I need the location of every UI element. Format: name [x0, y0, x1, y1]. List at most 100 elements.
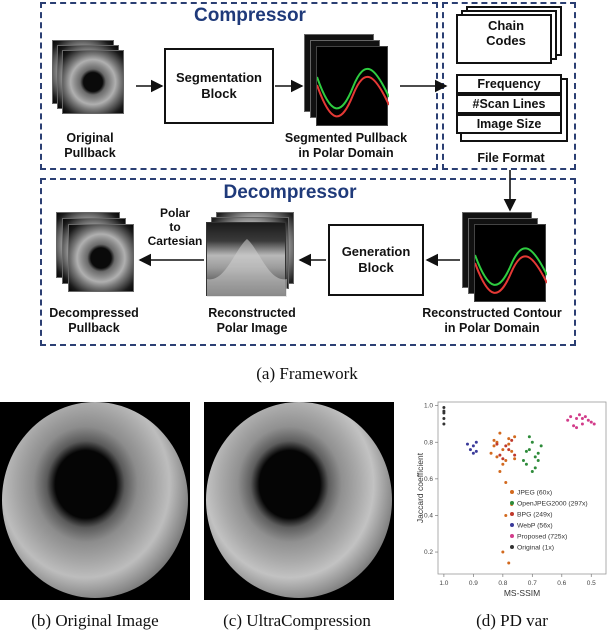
data-point	[507, 561, 511, 565]
data-point	[530, 440, 534, 444]
legend-marker	[510, 534, 514, 538]
data-point	[442, 416, 446, 420]
chain-codes-stack	[452, 6, 572, 72]
data-point	[442, 422, 446, 426]
data-point	[575, 426, 579, 430]
plot-frame	[437, 401, 607, 575]
legend-label: WebP (56x)	[517, 522, 553, 529]
legend-label: JPEG (60x)	[517, 489, 552, 496]
field-image-size: Image Size	[456, 114, 562, 134]
data-point	[527, 448, 531, 452]
x-tick-label: 0.8	[498, 580, 507, 587]
compressor-title: Compressor	[194, 5, 306, 26]
data-point	[507, 437, 511, 441]
segmented-pullback-label: Segmented Pullback in Polar Domain	[284, 131, 408, 160]
data-point	[589, 420, 593, 424]
generation-block: Generation Block	[328, 224, 424, 296]
data-point	[539, 444, 543, 448]
data-point	[468, 448, 472, 452]
reconstructed-contour-label: Reconstructed Contour in Polar Domain	[422, 306, 562, 335]
x-tick-label: 0.9	[469, 580, 478, 587]
reconstructed-polar-label: Reconstructed Polar Image	[208, 306, 296, 335]
data-point	[580, 422, 584, 426]
data-point	[507, 448, 511, 452]
chain-codes-label: Chain Codes	[486, 18, 526, 48]
data-point	[465, 442, 469, 446]
reconstructed-polar-image	[206, 212, 296, 298]
decompressed-pullback-image	[56, 212, 136, 296]
data-point	[474, 449, 478, 453]
caption-c: (c) UltraCompression	[223, 611, 371, 630]
data-point	[492, 438, 496, 442]
data-point	[495, 455, 499, 459]
data-point	[533, 455, 537, 459]
data-point	[572, 424, 576, 428]
data-point	[513, 457, 517, 461]
flow-arrows	[136, 79, 517, 267]
reconstructed-contour-image	[462, 212, 548, 302]
data-point	[583, 415, 587, 419]
file-format-label: File Format	[477, 151, 545, 165]
original-pullback-label: Original Pullback	[64, 131, 116, 160]
data-point	[569, 415, 573, 419]
data-point	[533, 466, 537, 470]
data-point	[501, 462, 505, 466]
legend-marker	[510, 545, 514, 549]
legend-label: OpenJPEG2000 (297x)	[517, 500, 588, 507]
data-point	[510, 449, 514, 453]
data-point	[495, 442, 499, 446]
legend-marker	[510, 490, 514, 494]
y-tick-label: 0.6	[424, 476, 433, 483]
data-point	[501, 457, 505, 461]
y-tick-label: 1.0	[424, 403, 433, 410]
data-point	[513, 453, 517, 457]
data-point	[530, 470, 534, 474]
segmentation-contour-icon	[316, 67, 390, 118]
data-point	[513, 435, 517, 439]
ultracompression-image	[204, 402, 394, 600]
segmented-pullback-image	[304, 34, 390, 126]
data-point	[521, 459, 525, 463]
y-axis-label: Jaccard coefficient	[415, 452, 425, 523]
data-point	[507, 442, 511, 446]
legend-marker	[510, 523, 514, 527]
polar-to-cartesian-label: Polar to Cartesian	[147, 206, 203, 248]
legend-label: Proposed (725x)	[517, 533, 567, 540]
data-point	[501, 448, 505, 452]
data-point	[527, 435, 531, 439]
y-tick-label: 0.2	[424, 549, 433, 556]
data-point	[592, 422, 596, 426]
data-point	[536, 459, 540, 463]
data-point	[498, 470, 502, 474]
original-image	[0, 402, 190, 600]
data-point	[577, 413, 581, 417]
data-point	[504, 459, 508, 463]
data-point	[471, 444, 475, 448]
caption-b: (b) Original Image	[31, 611, 159, 630]
fields-stack: Frequency #Scan Lines Image Size	[456, 74, 570, 142]
data-point	[498, 431, 502, 435]
segmentation-block: Segmentation Block	[164, 48, 274, 124]
caption-a: (a) Framework	[256, 364, 358, 383]
data-point	[504, 513, 508, 517]
legend-marker	[510, 512, 514, 516]
data-point	[575, 416, 579, 420]
data-point	[492, 444, 496, 448]
data-point	[442, 405, 446, 409]
data-point	[510, 438, 514, 442]
data-point	[474, 440, 478, 444]
legend-marker	[510, 501, 514, 505]
legend-label: Original (1x)	[517, 544, 554, 551]
original-pullback-image	[52, 40, 130, 120]
y-tick-label: 0.4	[424, 512, 433, 519]
data-point	[442, 409, 446, 413]
data-point	[536, 451, 540, 455]
data-point	[498, 453, 502, 457]
data-point	[501, 550, 505, 554]
data-point	[504, 481, 508, 485]
polar-texture-icon	[207, 239, 287, 297]
data-point	[471, 451, 475, 455]
data-point	[524, 449, 528, 453]
